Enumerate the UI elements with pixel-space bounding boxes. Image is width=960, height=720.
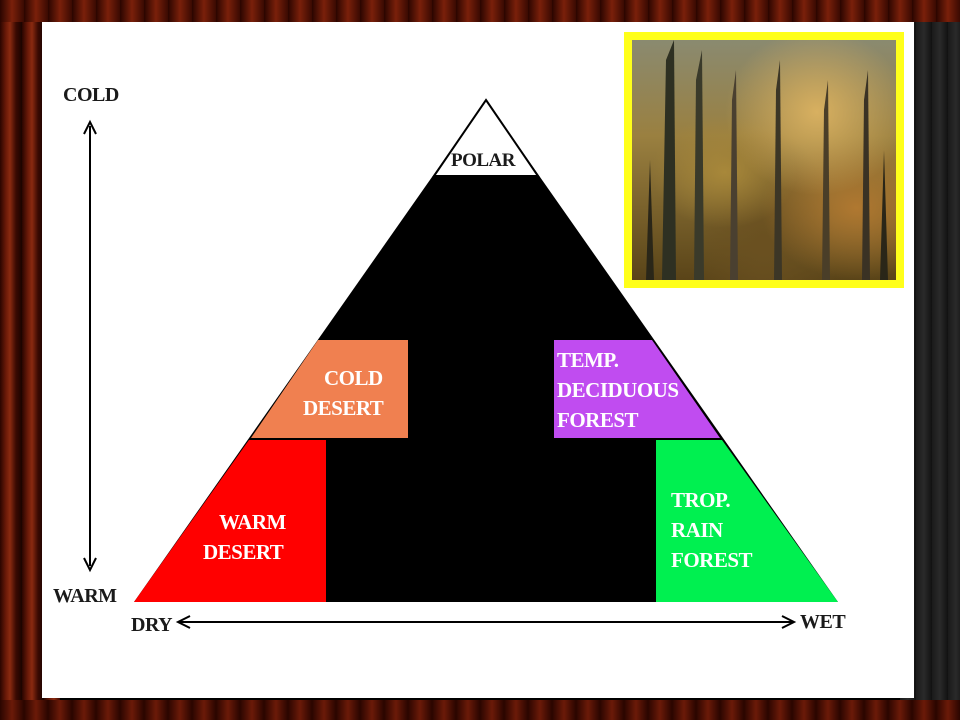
forest-photo-icon: [632, 40, 896, 280]
biome-label-temp-forest-1: TEMP.: [557, 348, 619, 372]
biome-label-cold-desert-2: DESERT: [303, 396, 384, 420]
cold-desert-region: [251, 340, 408, 438]
moisture-arrow: [175, 615, 797, 629]
biome-label-polar: POLAR: [451, 150, 516, 171]
polar-region: [432, 98, 540, 177]
axis-label-cold: COLD: [63, 84, 119, 106]
axis-label-wet: WET: [800, 611, 846, 633]
biome-label-trop-forest-2: RAIN: [671, 518, 723, 542]
tropical-forest-region: [656, 440, 838, 602]
curtain-top: [0, 0, 960, 22]
axis-label-warm: WARM: [53, 585, 117, 607]
warm-desert-region: [134, 440, 326, 602]
curtain-bottom: [0, 700, 960, 720]
biome-label-warm-desert-1: WARM: [219, 510, 286, 534]
axis-label-dry: DRY: [131, 614, 173, 636]
biome-label-trop-forest-3: FOREST: [671, 548, 753, 572]
biome-label-temp-forest-3: FOREST: [557, 408, 639, 432]
forest-trees: [646, 40, 888, 280]
temperature-arrow: [83, 119, 97, 573]
biome-label-trop-forest-1: TROP.: [671, 488, 731, 512]
temperate-forest-region: [554, 340, 720, 438]
biome-label-warm-desert-2: DESERT: [203, 540, 284, 564]
biome-label-temp-forest-2: DECIDUOUS: [557, 378, 679, 402]
biome-label-cold-desert-1: COLD: [324, 366, 383, 390]
